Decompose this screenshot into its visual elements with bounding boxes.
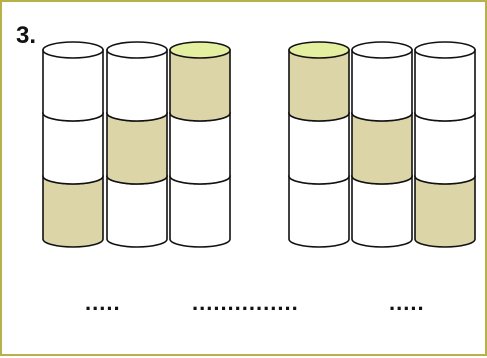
cylinder xyxy=(169,41,231,122)
blank-middle: ............... xyxy=(192,290,299,315)
left-cylinder-group xyxy=(42,41,231,248)
cylinder xyxy=(288,41,350,122)
cylinder xyxy=(42,41,104,122)
blank-right: ..... xyxy=(389,290,425,315)
blank-left: ..... xyxy=(85,290,121,315)
left-column-2 xyxy=(106,41,168,248)
cylinder xyxy=(414,41,476,122)
right-column-3 xyxy=(414,41,476,248)
cylinder xyxy=(351,41,413,122)
left-column-3 xyxy=(169,41,231,248)
left-column-1 xyxy=(42,41,104,248)
right-cylinder-group xyxy=(288,41,476,248)
cylinder xyxy=(106,41,168,122)
right-column-2 xyxy=(351,41,413,248)
exercise-number: 3. xyxy=(16,22,37,49)
right-column-1 xyxy=(288,41,350,248)
